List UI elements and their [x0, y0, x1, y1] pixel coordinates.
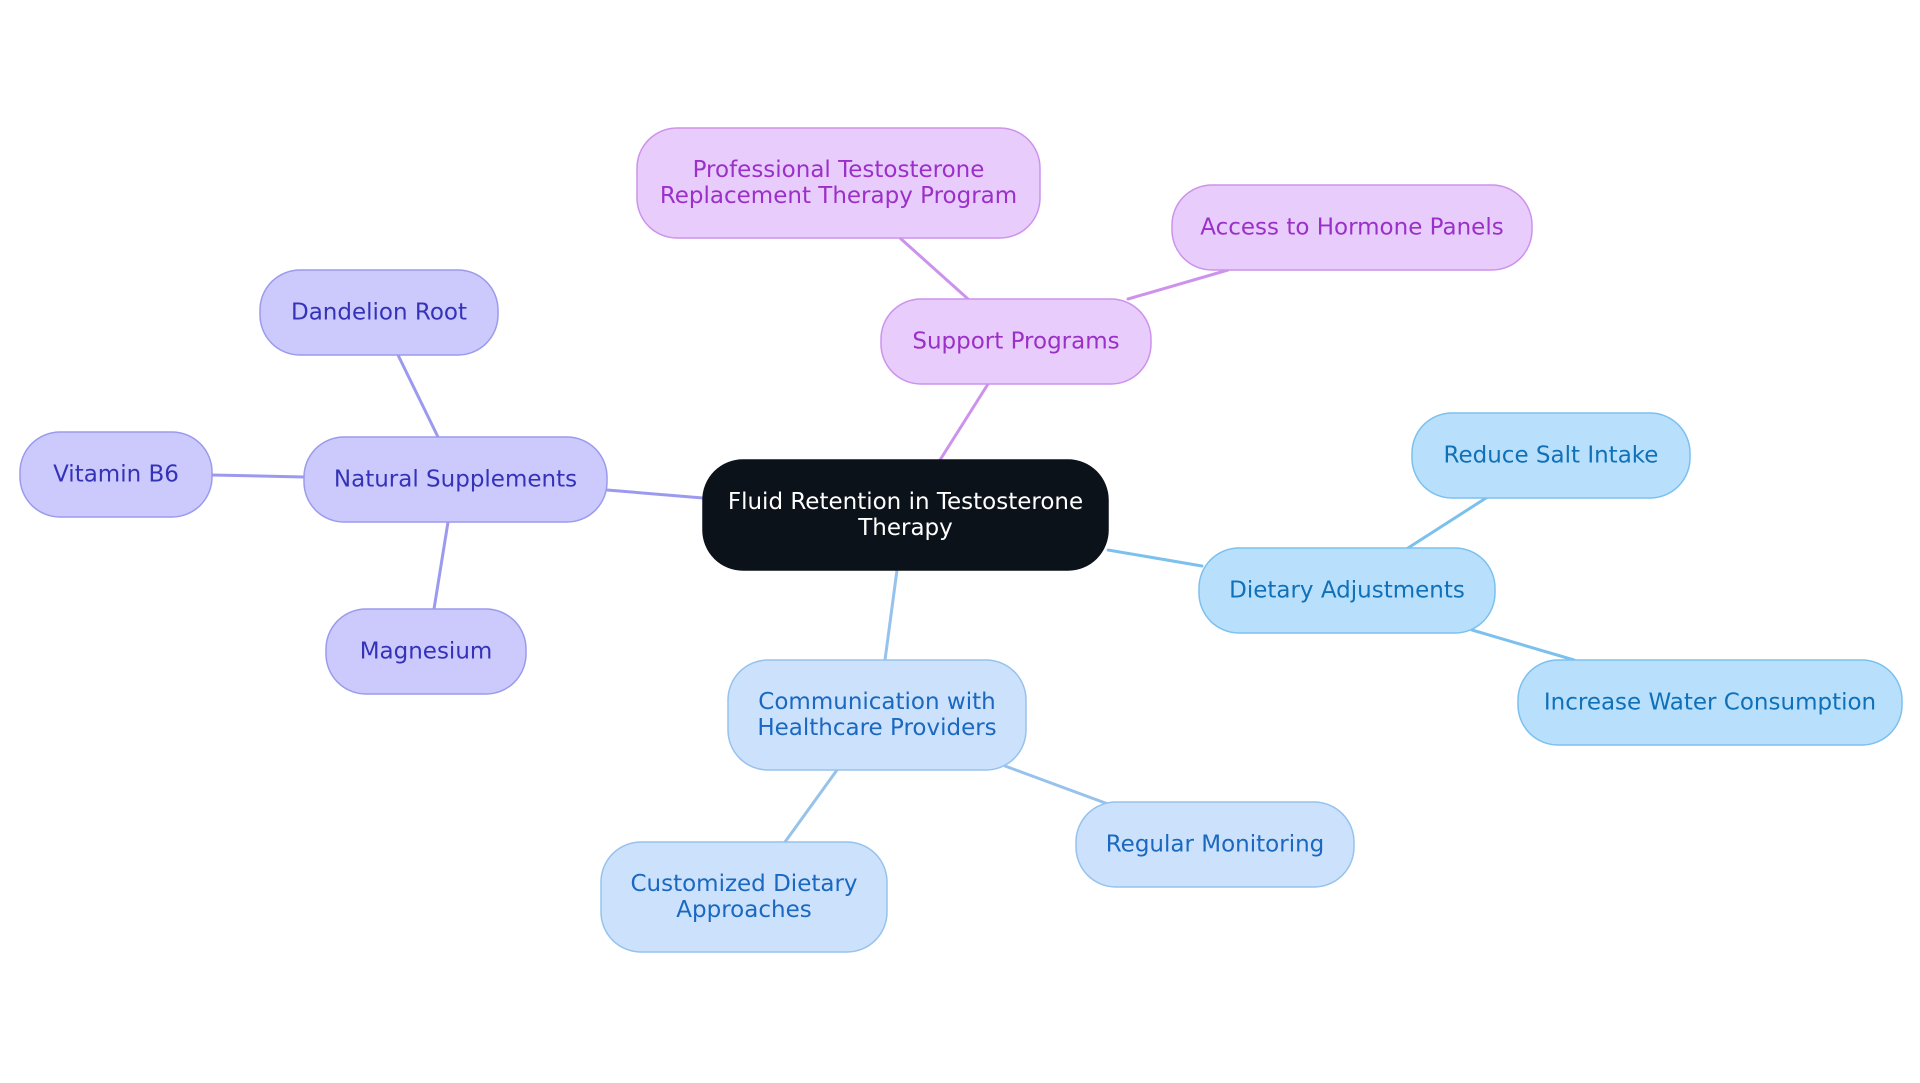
edge-support-support-1	[898, 236, 970, 301]
node-box-support-1	[636, 127, 1041, 239]
node-communication-1: Regular Monitoring	[1075, 801, 1355, 888]
node-label-dietary-line-1: Dietary Adjustments	[1229, 578, 1465, 604]
node-box-communication	[727, 659, 1027, 771]
node-label-support-line-1: Support Programs	[912, 329, 1119, 355]
node-box-communication-1	[1075, 801, 1355, 888]
node-box-dietary-2	[1517, 659, 1903, 746]
edge-supplements-supplements-3	[432, 520, 450, 611]
node-label-support-1-line-1: Professional Testosterone	[693, 157, 985, 183]
edge-root-dietary	[1106, 548, 1204, 568]
node-support-2: Access to Hormone Panels	[1171, 184, 1533, 271]
node-supplements-3: Magnesium	[325, 608, 527, 695]
edges	[210, 236, 1576, 844]
node-box-dietary	[1198, 547, 1496, 634]
node-box-supplements	[303, 436, 608, 523]
node-support: Support Programs	[880, 298, 1152, 385]
node-label-communication-2-line-1: Customized Dietary	[630, 871, 857, 897]
node-box-communication-2	[600, 841, 888, 953]
node-dietary-2: Increase Water Consumption	[1517, 659, 1903, 746]
node-label-supplements-2-line-1: Vitamin B6	[53, 462, 179, 488]
edge-root-communication	[883, 568, 899, 662]
node-supplements-2: Vitamin B6	[19, 431, 213, 518]
node-label-root-line-1: Fluid Retention in Testosterone	[728, 489, 1083, 515]
node-label-dietary-1-line-1: Reduce Salt Intake	[1444, 443, 1659, 469]
node-label-root-line-2: Therapy	[857, 515, 953, 541]
node-label-communication-2-line-2: Approaches	[676, 897, 811, 923]
node-box-supplements-3	[325, 608, 527, 695]
node-box-dietary-1	[1411, 412, 1691, 499]
edge-communication-communication-2	[783, 768, 839, 844]
edge-supplements-supplements-2	[210, 473, 306, 479]
node-supplements-1: Dandelion Root	[259, 269, 499, 356]
node-box-supplements-1	[259, 269, 499, 356]
node-dietary-1: Reduce Salt Intake	[1411, 412, 1691, 499]
node-label-communication-line-2: Healthcare Providers	[757, 715, 996, 741]
node-label-supplements-1-line-1: Dandelion Root	[291, 300, 467, 326]
node-label-communication-line-1: Communication with	[758, 689, 995, 715]
node-label-communication-1-line-1: Regular Monitoring	[1106, 832, 1325, 858]
node-dietary: Dietary Adjustments	[1198, 547, 1496, 634]
node-box-root	[702, 459, 1109, 571]
edge-dietary-dietary-1	[1406, 496, 1488, 550]
node-label-support-1-line-2: Replacement Therapy Program	[660, 183, 1017, 209]
edge-root-supplements	[605, 488, 705, 500]
node-supplements: Natural Supplements	[303, 436, 608, 523]
edge-communication-communication-1	[1003, 764, 1110, 806]
node-label-support-2-line-1: Access to Hormone Panels	[1200, 215, 1503, 241]
node-box-support	[880, 298, 1152, 385]
node-label-supplements-3-line-1: Magnesium	[360, 639, 493, 665]
edge-supplements-supplements-1	[396, 353, 440, 439]
edge-support-support-2	[1126, 268, 1230, 301]
edge-dietary-dietary-2	[1470, 628, 1576, 662]
edge-root-support	[938, 382, 990, 462]
node-label-dietary-2-line-1: Increase Water Consumption	[1544, 690, 1876, 716]
node-label-supplements-line-1: Natural Supplements	[334, 467, 577, 493]
node-box-support-2	[1171, 184, 1533, 271]
node-box-supplements-2	[19, 431, 213, 518]
